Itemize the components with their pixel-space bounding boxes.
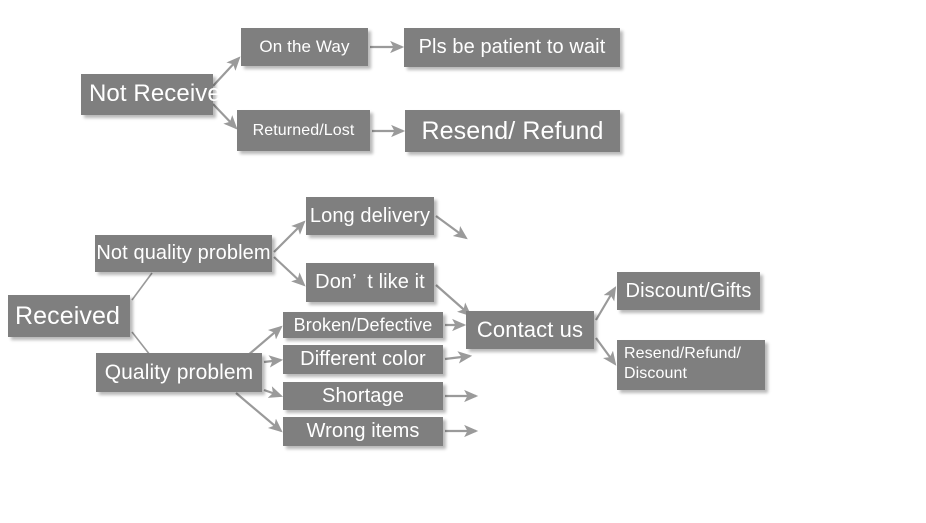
edge-contact-us-to-resend-refund-discount (595, 337, 617, 366)
node-label-contact-us: Contact us (476, 316, 584, 342)
edge-different-color-to-contact-us (444, 351, 473, 364)
node-contact-us[interactable]: Contact us (466, 311, 594, 349)
edge-not-quality-to-dont-like-it (273, 256, 306, 287)
node-returned-lost[interactable]: Returned/Lost (237, 110, 370, 151)
edge-dont-like-it-to-contact-us (435, 284, 472, 317)
node-label-quality-problem: Quality problem (104, 360, 254, 384)
node-label-not-received: Not Received (89, 80, 235, 108)
node-shortage[interactable]: Shortage (283, 382, 443, 410)
edge-quality-to-wrong-items (235, 392, 283, 433)
node-discount-gifts[interactable]: Discount/Gifts (617, 272, 760, 310)
node-label-resend-refund-discount: Resend/Refund/ Discount (624, 345, 742, 382)
node-different-color[interactable]: Different color (283, 345, 443, 374)
edge-contact-us-to-discount-gifts (595, 286, 617, 321)
node-not-quality-problem[interactable]: Not quality problem (95, 235, 272, 272)
node-quality-problem[interactable]: Quality problem (96, 353, 262, 392)
node-dont-like-it[interactable]: Don’ t like it (306, 263, 434, 302)
node-resend-refund[interactable]: Resend/ Refund (405, 110, 620, 152)
node-label-discount-gifts: Discount/Gifts (625, 279, 752, 302)
node-resend-refund-discount[interactable]: Resend/Refund/ Discount (617, 340, 765, 390)
node-not-received[interactable]: Not Received (81, 74, 234, 115)
node-label-different-color: Different color (300, 348, 426, 371)
edge-received-to-quality-problem (131, 331, 151, 356)
edge-quality-to-shortage (263, 386, 284, 398)
node-label-on-the-way: On the Way (259, 37, 350, 57)
node-label-wrong-items: Wrong items (306, 420, 420, 443)
node-label-dont-like-it: Don’ t like it (315, 271, 425, 294)
node-pls-be-patient[interactable]: Pls be patient to wait (404, 28, 620, 67)
edge-long-delivery-to-contact-us (435, 215, 468, 240)
node-on-the-way[interactable]: On the Way (241, 28, 368, 66)
node-broken-defective[interactable]: Broken/Defective (283, 312, 443, 338)
node-long-delivery[interactable]: Long delivery (306, 197, 434, 235)
node-received[interactable]: Received (8, 295, 130, 337)
node-label-long-delivery: Long delivery (309, 204, 431, 227)
node-label-broken-defective: Broken/Defective (293, 314, 433, 335)
node-label-pls-be-patient: Pls be patient to wait (418, 36, 606, 59)
node-label-shortage: Shortage (322, 384, 404, 407)
node-label-received: Received (15, 302, 121, 330)
node-label-returned-lost: Returned/Lost (252, 121, 355, 139)
edge-quality-to-broken-defective (246, 325, 283, 357)
edge-quality-to-different-color (263, 355, 284, 368)
edge-received-to-not-quality-problem (131, 272, 153, 301)
edge-not-quality-to-long-delivery (273, 220, 306, 253)
node-label-resend-refund: Resend/ Refund (421, 117, 604, 145)
node-wrong-items[interactable]: Wrong items (283, 417, 443, 446)
node-label-not-quality-problem: Not quality problem (96, 242, 271, 265)
